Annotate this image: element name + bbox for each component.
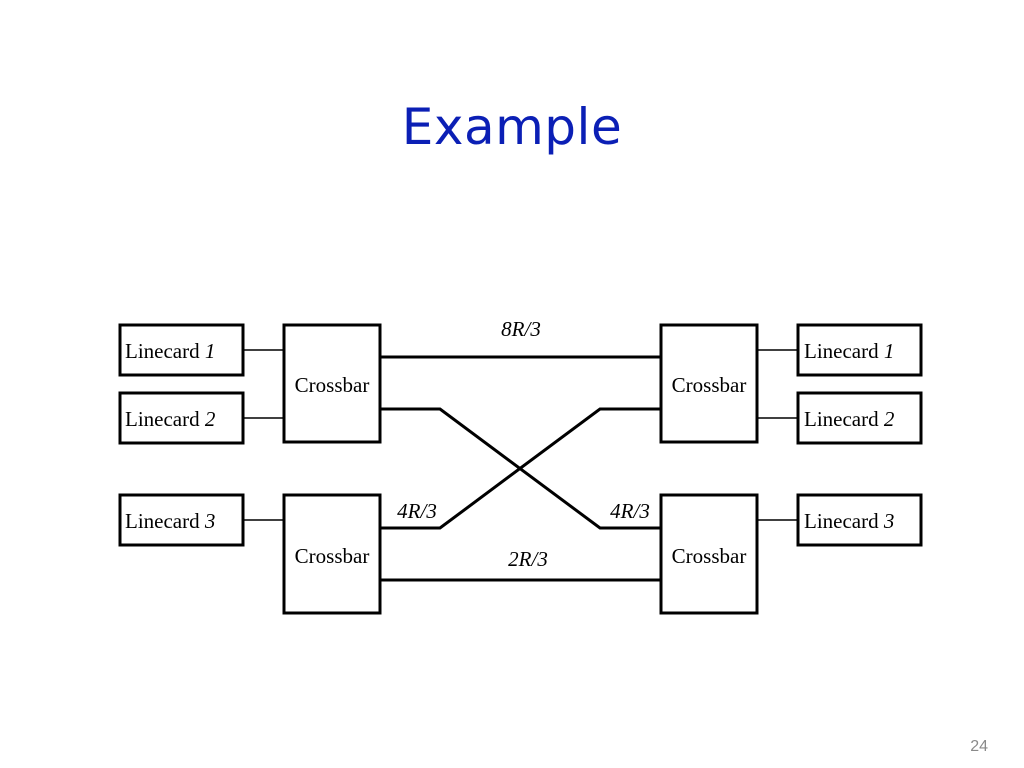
linecard-right-1: Linecard 1 bbox=[796, 323, 923, 377]
rate-bottom-link: 2R/3 bbox=[508, 547, 548, 571]
crossbar-bottom-left: Crossbar bbox=[282, 493, 382, 615]
crossbar-top-right: Crossbar bbox=[659, 323, 759, 444]
linecard-left-3: Linecard 3 bbox=[118, 493, 245, 547]
svg-text:Linecard 2: Linecard 2 bbox=[125, 407, 216, 431]
linecard-right-3: Linecard 3 bbox=[796, 493, 923, 547]
svg-text:Linecard 3: Linecard 3 bbox=[125, 509, 215, 533]
svg-text:Crossbar: Crossbar bbox=[672, 373, 747, 397]
rate-cross-left: 4R/3 bbox=[397, 499, 437, 523]
svg-text:Crossbar: Crossbar bbox=[672, 544, 747, 568]
svg-text:Crossbar: Crossbar bbox=[295, 544, 370, 568]
linecard-right-2: Linecard 2 bbox=[796, 391, 923, 445]
svg-text:Crossbar: Crossbar bbox=[295, 373, 370, 397]
rate-cross-right: 4R/3 bbox=[610, 499, 650, 523]
page-number: 24 bbox=[970, 738, 988, 755]
crossbar-bottom-right: Crossbar bbox=[659, 493, 759, 615]
crossbar-top-left: Crossbar bbox=[282, 323, 382, 444]
svg-text:Linecard 1: Linecard 1 bbox=[804, 339, 894, 363]
slide-title: Example bbox=[401, 98, 623, 156]
link-cross-up bbox=[380, 407, 661, 530]
svg-text:Linecard 1: Linecard 1 bbox=[125, 339, 215, 363]
linecard-left-2: Linecard 2 bbox=[118, 391, 245, 445]
svg-text:Linecard 3: Linecard 3 bbox=[804, 509, 894, 533]
svg-text:Linecard 2: Linecard 2 bbox=[804, 407, 895, 431]
linecard-left-1: Linecard 1 bbox=[118, 323, 245, 377]
rate-top-link: 8R/3 bbox=[501, 317, 541, 341]
